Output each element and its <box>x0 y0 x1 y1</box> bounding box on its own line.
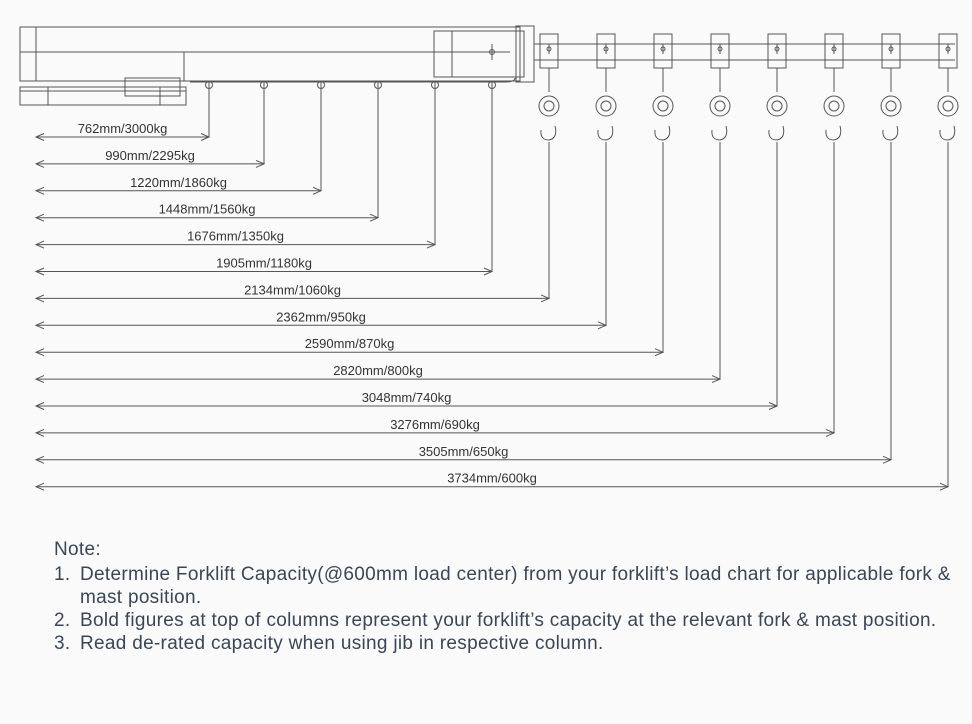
hook-ring <box>823 95 845 117</box>
arrow-left <box>34 321 45 330</box>
hook-icon <box>597 125 614 141</box>
note-item: 1. Determine Forklift Capacity(@600mm loa… <box>54 563 954 609</box>
hook-icon <box>768 125 785 141</box>
arrow-left <box>34 402 45 410</box>
arrow-right <box>825 428 836 437</box>
arrow-right <box>426 240 437 249</box>
arrow-left <box>34 240 45 249</box>
hook-ring <box>709 95 731 117</box>
hook-ring <box>595 95 617 117</box>
dimension-label: 2362mm/950kg <box>276 309 366 324</box>
hook-ring <box>766 95 788 117</box>
arrow-right <box>200 133 211 141</box>
arrow-left <box>34 428 45 437</box>
hook-icon <box>711 125 728 141</box>
note-number: 1. <box>54 564 71 585</box>
arrow-right <box>483 267 494 276</box>
hook-icon <box>654 125 671 141</box>
arrow-left <box>34 213 45 222</box>
hook-icon <box>540 125 557 141</box>
arrow-left <box>34 294 45 303</box>
dimension-label: 1448mm/1560kg <box>159 202 256 217</box>
arrow-left <box>34 186 45 195</box>
arrow-right <box>939 482 950 491</box>
hook-ring <box>652 95 674 117</box>
dimension-label: 3734mm/600kg <box>447 471 537 486</box>
note-number: 2. <box>54 610 71 631</box>
note-text: Determine Forklift Capacity(@600mm load … <box>80 564 951 608</box>
note-number: 3. <box>54 633 71 654</box>
arrow-right <box>654 348 665 357</box>
notes-section: Note: 1. Determine Forklift Capacity(@600… <box>54 538 954 655</box>
dimension-label: 1905mm/1180kg <box>216 256 312 271</box>
arrow-right <box>540 294 551 303</box>
arrow-right <box>711 375 722 384</box>
arrow-right <box>768 402 779 410</box>
telescopic-extension <box>433 30 525 78</box>
hook-ring <box>937 95 959 117</box>
fork-pocket <box>19 86 187 106</box>
hook-icon <box>825 125 842 141</box>
note-item: 2. Bold figures at top of columns represe… <box>54 609 954 632</box>
arrow-left <box>34 133 45 141</box>
arrow-right <box>255 159 266 168</box>
dimension-label: 2590mm/870kg <box>305 336 395 351</box>
dimension-label: 2820mm/800kg <box>333 363 423 378</box>
arrow-right <box>369 213 380 222</box>
note-item: 3. Read de-rated capacity when using jib … <box>54 632 954 655</box>
dimension-label: 990mm/2295kg <box>105 148 195 163</box>
arrow-left <box>34 159 45 168</box>
arrow-left <box>34 482 45 491</box>
arrow-right <box>597 321 608 330</box>
dimension-label: 762mm/3000kg <box>78 121 168 136</box>
note-list: 1. Determine Forklift Capacity(@600mm loa… <box>54 563 954 655</box>
hook-icon <box>939 125 956 141</box>
jib-boom <box>19 26 521 82</box>
note-title: Note: <box>54 539 101 560</box>
arrow-left <box>34 348 45 357</box>
arrow-right <box>882 455 893 464</box>
dimension-label: 1676mm/1350kg <box>187 229 284 244</box>
hook-ring <box>538 95 560 117</box>
hook-ring <box>880 95 902 117</box>
jib-capacity-diagram: 762mm/3000kg 990mm/2295kg 1220mm/1860kg 144… <box>19 25 959 491</box>
arrow-left <box>34 455 45 464</box>
dimension-label: 2134mm/1060kg <box>244 282 341 297</box>
dimension-label: 1220mm/1860kg <box>130 175 227 190</box>
note-text: Bold figures at top of columns represent… <box>80 610 937 631</box>
hook-icon <box>882 125 899 141</box>
arrow-left <box>34 375 45 384</box>
dimension-label: 3048mm/740kg <box>362 390 452 405</box>
note-text: Read de-rated capacity when using jib in… <box>80 633 604 654</box>
dimension-label: 3276mm/690kg <box>390 417 480 432</box>
arrow-right <box>312 186 323 195</box>
arrow-left <box>34 267 45 276</box>
dimension-label: 3505mm/650kg <box>419 444 509 459</box>
